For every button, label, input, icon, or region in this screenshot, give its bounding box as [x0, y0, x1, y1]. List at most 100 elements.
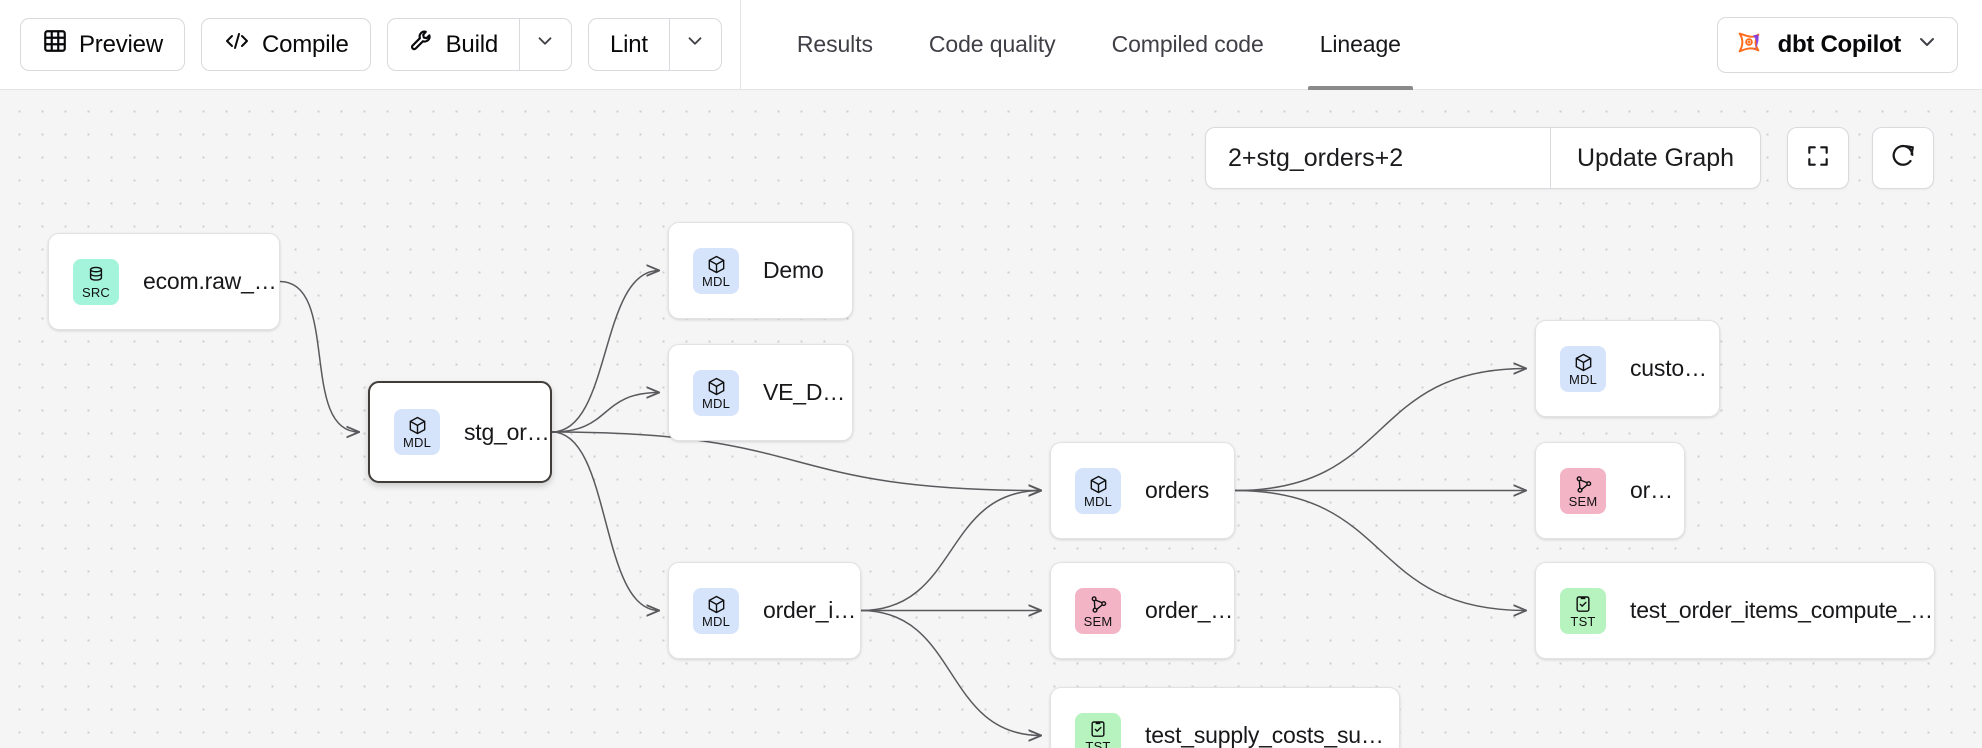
lineage-node-label: orders — [1630, 477, 1684, 503]
node-type-label: MDL — [701, 273, 731, 289]
semantic-graph-icon — [1573, 474, 1594, 495]
node-type-badge-mdl: MDL — [1560, 345, 1606, 392]
code-icon — [223, 28, 251, 61]
dbt-copilot-button[interactable]: dbt Copilot — [1716, 16, 1958, 73]
tab-lineage[interactable]: Lineage — [1292, 0, 1429, 90]
lineage-node-ve_demo[interactable]: MDL VE_Demo — [668, 344, 853, 441]
lineage-node-ecom_raw_orders[interactable]: SRC ecom.raw_orders — [48, 233, 280, 330]
clipboard-check-icon — [1088, 719, 1108, 740]
lineage-node-label: customers — [1630, 355, 1719, 381]
graph-selector-group: Update Graph — [1205, 127, 1762, 189]
node-type-label: MDL — [701, 395, 731, 411]
lineage-node-label: test_supply_costs_sum_correctly — [1145, 722, 1399, 748]
table-icon — [42, 28, 68, 61]
node-type-badge-mdl: MDL — [394, 409, 440, 455]
lint-dropdown-toggle[interactable] — [670, 19, 721, 70]
tab-results[interactable]: Results — [796, 31, 873, 57]
semantic-graph-icon — [1088, 594, 1109, 615]
node-type-label: MDL — [701, 613, 731, 629]
build-button[interactable]: Build — [388, 19, 520, 70]
lineage-edge — [551, 431, 1041, 491]
node-type-badge-tst: TST — [1075, 712, 1121, 748]
node-type-badge-sem: SEM — [1560, 467, 1606, 514]
lineage-canvas[interactable]: SRCecom.raw_ordersMDLstg_ordersMDLDemoMD… — [0, 90, 1982, 748]
lineage-node-label: test_order_items_compute_to_bools_c… — [1630, 597, 1934, 623]
database-icon — [86, 265, 106, 286]
node-type-badge-mdl: MDL — [693, 587, 739, 634]
build-button-label: Build — [445, 30, 499, 58]
node-type-label: MDL — [1568, 371, 1598, 387]
lineage-edge — [1234, 489, 1526, 611]
top-toolbar: Preview Compile — [0, 0, 1982, 90]
lineage-node-order_item_sem[interactable]: SEM order_item — [1050, 562, 1235, 659]
lineage-node-orders_mdl[interactable]: MDL orders — [1050, 442, 1235, 539]
lint-button[interactable]: Lint — [589, 19, 670, 70]
lint-button-label: Lint — [609, 30, 648, 58]
toolbar-right: dbt Copilot — [1716, 16, 1982, 73]
node-type-label: MDL — [1083, 493, 1113, 509]
lineage-node-label: order_items — [763, 597, 860, 623]
preview-button[interactable]: Preview — [20, 18, 185, 71]
cube-icon — [407, 415, 428, 436]
node-type-badge-src: SRC — [73, 258, 119, 305]
toolbar-actions: Preview Compile — [0, 0, 722, 90]
lint-button-group: Lint — [587, 18, 722, 71]
node-type-label: TST — [1085, 738, 1111, 748]
chevron-down-icon — [534, 30, 556, 59]
lineage-edge — [1234, 369, 1526, 492]
preview-button-label: Preview — [79, 30, 163, 58]
lineage-edge — [860, 491, 1041, 612]
lineage-node-label: stg_orders — [464, 418, 550, 445]
lineage-node-orders_sem[interactable]: SEM orders — [1535, 442, 1685, 539]
lineage-node-label: VE_Demo — [763, 379, 852, 405]
cube-icon — [706, 594, 727, 615]
dbt-copilot-label: dbt Copilot — [1777, 30, 1902, 58]
cube-icon — [706, 254, 727, 275]
refresh-icon — [1889, 142, 1917, 175]
lineage-node-label: ecom.raw_orders — [143, 268, 279, 294]
refresh-graph-button[interactable] — [1872, 127, 1934, 189]
lineage-node-stg_orders[interactable]: MDL stg_orders — [368, 381, 552, 483]
lineage-node-test_order_items[interactable]: TST test_order_items_compute_to_bools_c… — [1535, 562, 1935, 659]
chevron-down-icon — [1915, 30, 1939, 59]
lineage-edge — [551, 393, 659, 433]
build-button-group: Build — [386, 18, 572, 71]
lineage-edges — [279, 90, 1982, 748]
lineage-edge — [551, 271, 659, 433]
wrench-icon — [409, 28, 435, 61]
lineage-node-label: orders — [1145, 477, 1209, 503]
cube-icon — [706, 376, 727, 397]
lineage-edge — [279, 280, 359, 433]
lineage-node-customers[interactable]: MDL customers — [1535, 320, 1720, 417]
node-type-label: MDL — [402, 435, 432, 450]
fit-view-button[interactable] — [1787, 127, 1849, 189]
clipboard-check-icon — [1573, 594, 1593, 615]
graph-selector-input[interactable] — [1206, 128, 1550, 188]
build-dropdown-toggle[interactable] — [520, 19, 571, 70]
node-type-badge-mdl: MDL — [693, 369, 739, 416]
cube-icon — [1573, 352, 1594, 373]
node-type-badge-mdl: MDL — [693, 247, 739, 294]
toolbar-divider — [739, 0, 741, 90]
tab-compiled-code[interactable]: Compiled code — [1111, 31, 1264, 57]
update-graph-button[interactable]: Update Graph — [1550, 128, 1760, 188]
lineage-edge — [860, 609, 1041, 736]
compile-button-label: Compile — [261, 30, 349, 58]
node-type-badge-mdl: MDL — [1075, 467, 1121, 514]
fullscreen-icon — [1805, 143, 1831, 174]
chevron-down-icon — [684, 30, 706, 59]
lineage-node-order_items[interactable]: MDL order_items — [668, 562, 861, 659]
panel-tabs: Results Code quality Compiled code Lineage — [769, 0, 1429, 90]
node-type-label: TST — [1570, 613, 1596, 629]
lineage-node-test_supply[interactable]: TST test_supply_costs_sum_correctly — [1050, 687, 1400, 748]
lineage-node-label: order_item — [1145, 597, 1234, 623]
tab-code-quality[interactable]: Code quality — [928, 31, 1056, 57]
node-type-badge-tst: TST — [1560, 587, 1606, 634]
compile-button[interactable]: Compile — [200, 18, 371, 71]
cube-icon — [1088, 474, 1109, 495]
node-type-label: SEM — [1568, 493, 1598, 509]
node-type-badge-sem: SEM — [1075, 587, 1121, 634]
lineage-edge — [551, 431, 659, 611]
node-type-label: SEM — [1083, 613, 1113, 629]
